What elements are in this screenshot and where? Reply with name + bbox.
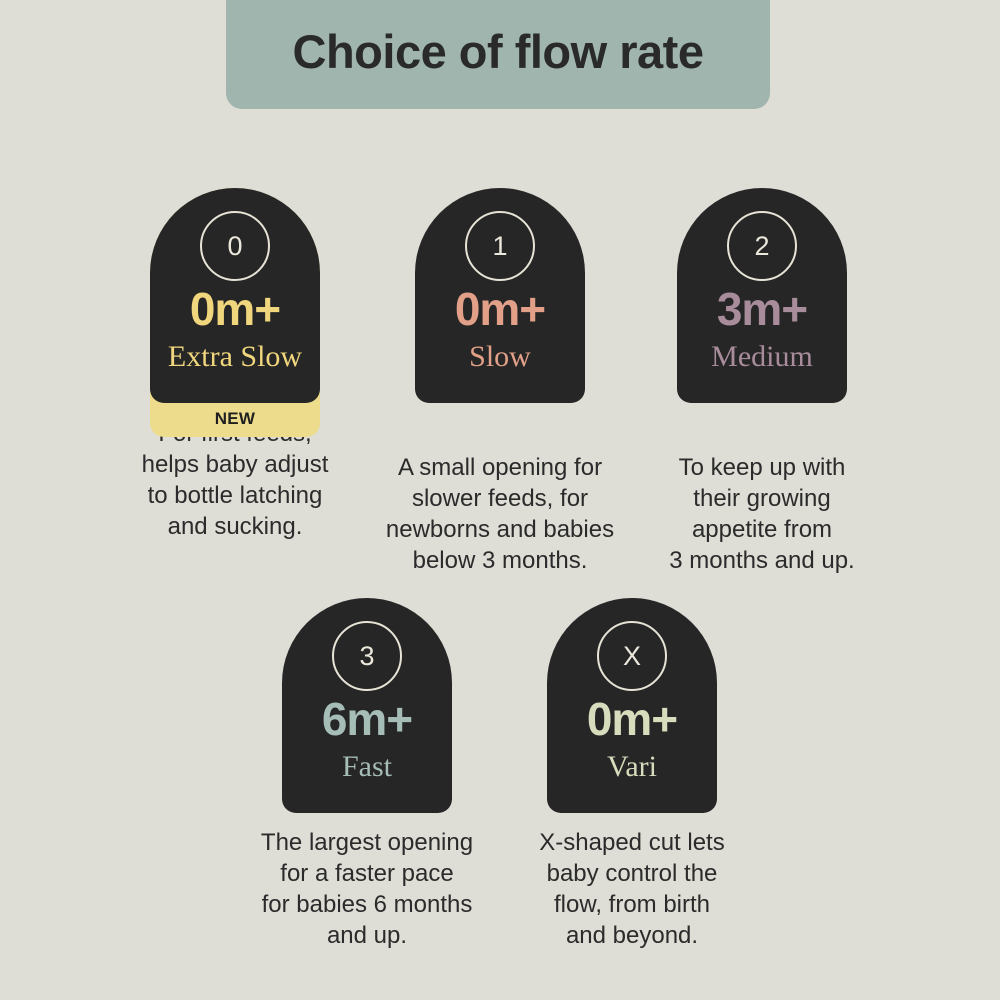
flow-badge: X 0m+ Vari bbox=[547, 598, 717, 813]
speed-label: Medium bbox=[711, 340, 813, 373]
badge-wrap: NEW 0 0m+ Extra Slow bbox=[150, 188, 320, 437]
flow-badge: 1 0m+ Slow bbox=[415, 188, 585, 403]
age-label: 0m+ bbox=[189, 283, 281, 335]
number-circle: 2 bbox=[727, 211, 797, 281]
flow-item-1: 1 0m+ Slow A small opening for slower fe… bbox=[369, 188, 631, 576]
speed-label: Extra Slow bbox=[167, 340, 303, 373]
new-label: NEW bbox=[214, 409, 256, 428]
number-circle: X bbox=[597, 621, 667, 691]
flow-badge: 0 0m+ Extra Slow bbox=[150, 188, 320, 403]
flow-badge: 2 3m+ Medium bbox=[677, 188, 847, 403]
badge-wrap: 3 6m+ Fast bbox=[282, 598, 452, 813]
age-label: 6m+ bbox=[321, 693, 413, 745]
page-title: Choice of flow rate bbox=[292, 25, 704, 78]
title-banner: Choice of flow rate bbox=[226, 0, 770, 109]
speed-label: Vari bbox=[607, 750, 657, 783]
age-label: 0m+ bbox=[454, 283, 546, 335]
description: X-shaped cut lets baby control the flow,… bbox=[539, 829, 725, 949]
flow-item-3: 3 6m+ Fast The largest opening for a fas… bbox=[247, 598, 487, 951]
flow-item-2: 2 3m+ Medium To keep up with their growi… bbox=[642, 188, 882, 576]
badge-wrap: 2 3m+ Medium bbox=[677, 188, 847, 403]
flow-item-x: X 0m+ Vari X-shaped cut lets baby contro… bbox=[512, 598, 752, 951]
description: To keep up with their growing appetite f… bbox=[669, 454, 855, 574]
number-circle: 0 bbox=[200, 211, 270, 281]
speed-label: Slow bbox=[469, 340, 531, 373]
age-label: 3m+ bbox=[716, 283, 808, 335]
badge-wrap: X 0m+ Vari bbox=[547, 598, 717, 813]
number-circle: 1 bbox=[465, 211, 535, 281]
flow-badge: 3 6m+ Fast bbox=[282, 598, 452, 813]
badge-wrap: 1 0m+ Slow bbox=[415, 188, 585, 403]
description: The largest opening for a faster pace fo… bbox=[260, 829, 474, 949]
speed-label: Fast bbox=[341, 750, 392, 783]
description: A small opening for slower feeds, for ne… bbox=[385, 454, 615, 574]
number-circle: 3 bbox=[332, 621, 402, 691]
flow-item-0: NEW 0 0m+ Extra Slow For first feeds, he… bbox=[115, 188, 355, 542]
age-label: 0m+ bbox=[586, 693, 678, 745]
